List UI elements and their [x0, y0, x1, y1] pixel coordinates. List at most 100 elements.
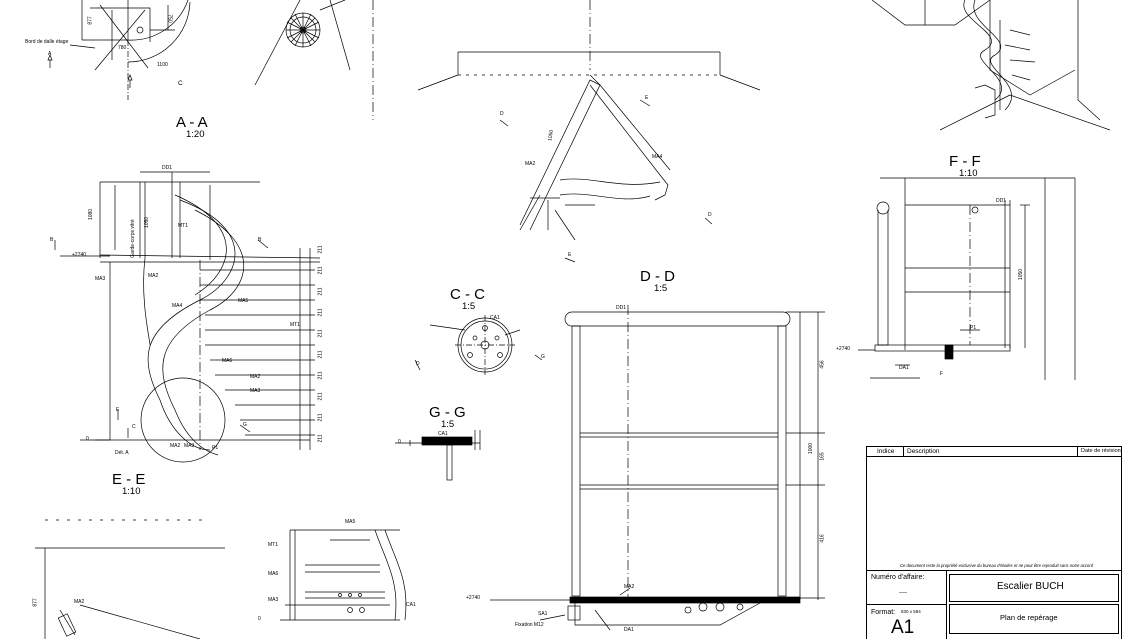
dim-416: 416 — [819, 534, 826, 543]
dim-211-c: 211 — [317, 287, 324, 296]
part-ma4-b: MA4 — [652, 154, 663, 160]
part-ma3-b: MA3 — [250, 388, 261, 394]
elev-0-left: 0 — [86, 436, 89, 442]
section-gg-scale: 1:5 — [441, 419, 455, 430]
marker-f-ff: F — [940, 371, 944, 377]
part-ma3-c: MA3 — [184, 443, 195, 449]
section-dd-drawing — [490, 305, 825, 631]
part-ca1-gg: CA1 — [438, 431, 448, 437]
part-ma1-dd: MA2 — [624, 584, 635, 590]
section-cc-scale: 1:5 — [462, 301, 476, 312]
annotation-fixation: Fixation M12 — [515, 622, 544, 628]
section-top-center — [417, 0, 761, 263]
dim-1080: 1080 — [88, 208, 95, 221]
marker-g-elev: G — [243, 422, 247, 428]
part-ma6-a: MA6 — [222, 358, 233, 364]
marker-d-b: D — [500, 111, 504, 117]
part-ca1-bottom: CA1 — [406, 602, 416, 608]
marker-b-left: B — [50, 237, 54, 243]
section-dd-scale: 1:5 — [654, 283, 668, 294]
format-value: A1 — [891, 617, 915, 638]
part-mt1-a: MT1 — [178, 223, 188, 229]
elev-2740-ff: +2740 — [836, 346, 851, 352]
part-sa1-dd: SA1 — [538, 611, 548, 617]
section-ee-title: E - E — [112, 471, 146, 488]
dim-877-top: 877 — [87, 16, 94, 25]
elev-0-gg: 0 — [398, 439, 401, 445]
dim-750: 750 — [166, 14, 173, 23]
spiral-plan-small — [254, 0, 351, 86]
elev-0-bottom: 0 — [258, 616, 261, 622]
revision-col-indice: Indice — [877, 448, 895, 455]
revision-table: Indice Description Date de révision — [866, 446, 1122, 572]
section-dd-title: D - D — [640, 268, 675, 285]
revision-col-description: Description — [907, 448, 940, 455]
section-aa-scale: 1:20 — [186, 129, 205, 140]
dim-1000-dd: 1000 — [808, 442, 815, 455]
part-ma2-a: MA2 — [148, 273, 159, 279]
section-ff-scale: 1:10 — [959, 168, 978, 179]
drawing-title: Plan de repérage — [1000, 613, 1058, 622]
project-name: Escalier BUCH — [997, 581, 1064, 592]
part-da1-dd: DA1 — [624, 627, 634, 633]
part-dd1-dd: DD1 — [616, 305, 627, 311]
marker-e-b2: E — [568, 252, 572, 258]
format-dims: 830 x 594 — [901, 609, 921, 614]
part-da1-ff: DA1 — [899, 365, 909, 371]
dim-211-f: 211 — [317, 350, 324, 359]
dim-877-bottom: 877 — [32, 598, 39, 607]
marker-c-elev: C — [132, 424, 136, 430]
section-ff-title: F - F — [949, 153, 981, 170]
elevation-left — [54, 171, 321, 463]
revision-col-date: Date de révision — [1081, 448, 1121, 454]
dim-211-j: 211 — [317, 434, 324, 443]
dim-780: 780 — [118, 45, 127, 51]
plan-view-aa — [47, 0, 191, 100]
affaire-label: Numéro d'affaire: — [871, 574, 925, 581]
part-ma3-a: MA3 — [95, 276, 106, 282]
dim-211-b: 211 — [317, 266, 324, 275]
dim-1100: 1100 — [157, 62, 168, 68]
part-ma1-b: MA2 — [525, 161, 536, 167]
section-gg-title: G - G — [429, 404, 466, 421]
part-ma6-bottom: MA6 — [268, 571, 279, 577]
detail-a-label: Dét. A — [115, 450, 129, 456]
dim-1050-ff: 1050 — [1018, 268, 1025, 281]
part-ma2-b: MA2 — [250, 374, 261, 380]
title-block: Numéro d'affaire: ---- Format: 830 x 594… — [866, 570, 1122, 639]
annotation-garde-corps: Garde-corps vitré — [129, 219, 136, 258]
iso-view — [871, 0, 1111, 131]
elev-2740-dd: +2740 — [466, 595, 481, 601]
dim-211-i: 211 — [317, 413, 324, 422]
tread-lines — [200, 269, 315, 436]
dim-1050-elev: 1050 — [144, 216, 151, 229]
dim-211-h: 211 — [317, 392, 324, 401]
part-ma2-c: MA2 — [170, 443, 181, 449]
marker-g-cc: G — [541, 354, 545, 360]
bottom-left-views — [35, 519, 407, 639]
marker-d-cc: D — [416, 361, 420, 367]
part-ma2-bottom: MA2 — [74, 599, 85, 605]
dim-165: 165 — [819, 452, 826, 461]
section-ff-drawing — [858, 177, 1076, 380]
section-cc-drawing — [414, 315, 543, 375]
marker-a-top: A — [48, 51, 52, 57]
part-p1-ff: P1 — [970, 325, 977, 331]
part-ca1-cc: CA1 — [490, 315, 500, 321]
part-dd1-ff: DD1 — [996, 198, 1007, 204]
dim-211-a: 211 — [317, 245, 324, 254]
part-mt1-bottom: MT1 — [268, 542, 278, 548]
annotation-bord-de-dalle: Bord de dalle étage — [25, 39, 69, 45]
part-ma3-bottom: MA3 — [268, 597, 279, 603]
elev-2740-left: +2740 — [72, 252, 87, 258]
part-ma5-a: MA5 — [238, 298, 249, 304]
format-label: Format: — [871, 609, 896, 616]
section-cc-title: C - C — [450, 286, 485, 303]
marker-e-elev: E — [116, 407, 120, 413]
marker-d-b2: D — [708, 212, 712, 218]
marker-e-b: E — [645, 95, 649, 101]
section-gg-drawing — [395, 430, 481, 481]
part-mt1-b: MT1 — [290, 322, 300, 328]
part-ma4-a: MA4 — [172, 303, 183, 309]
